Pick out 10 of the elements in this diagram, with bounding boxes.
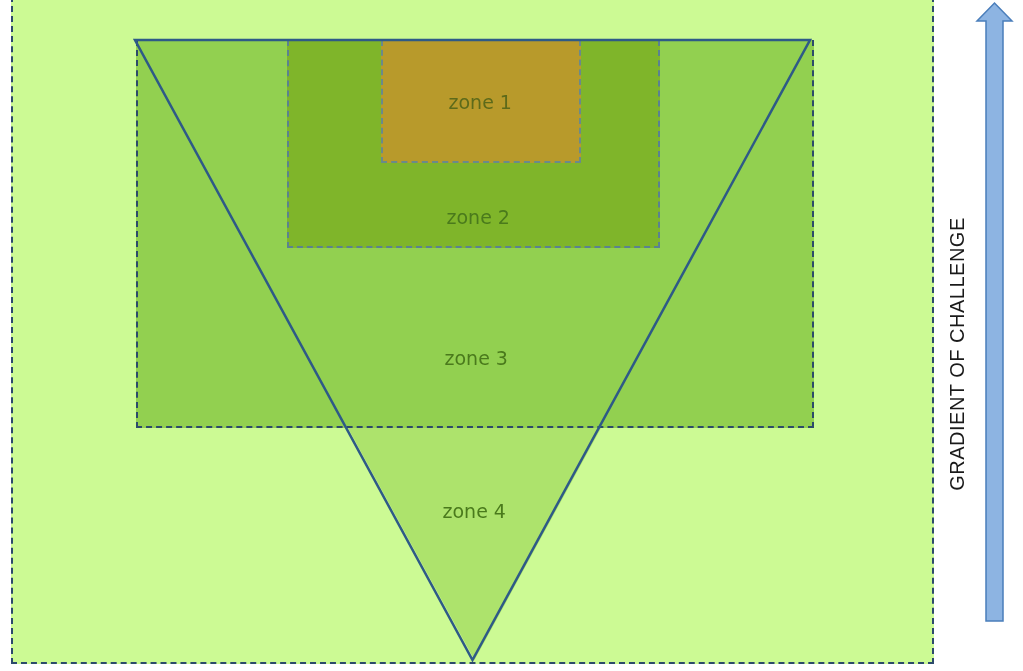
zone-rectangle — [287, 40, 660, 248]
zone-label: zone 4 — [442, 501, 506, 521]
zone-label: zone 2 — [446, 207, 510, 227]
zone-rectangle — [136, 40, 814, 428]
zone-rectangle — [381, 40, 581, 163]
zone-label: zone 1 — [448, 92, 512, 112]
dashed-frame — [11, 0, 934, 664]
axis-label: GRADIENT OF CHALLENGE — [946, 217, 967, 491]
triangle-zone — [348, 428, 601, 660]
zone-label: zone 3 — [444, 348, 508, 368]
